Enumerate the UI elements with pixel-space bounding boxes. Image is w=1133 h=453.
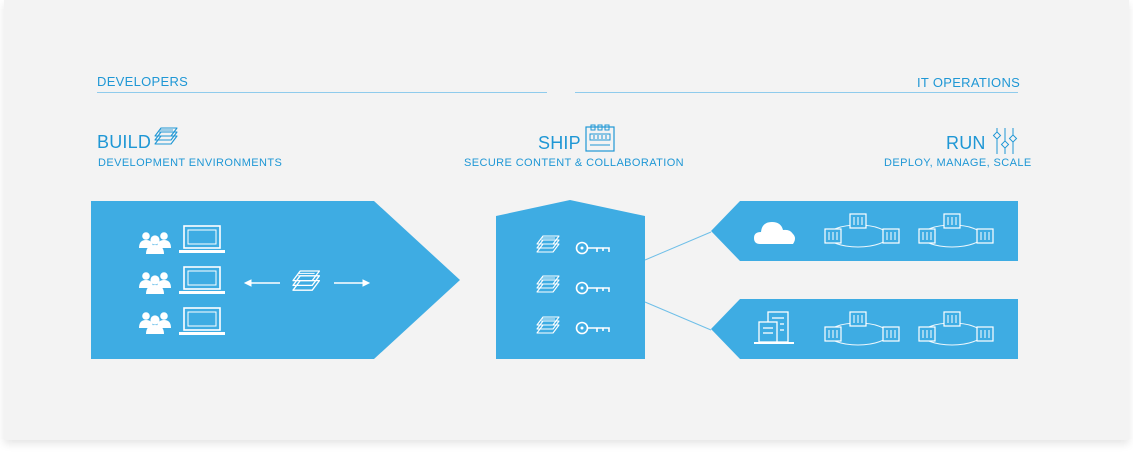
developers-divider [97, 92, 547, 93]
developers-label: DEVELOPERS [97, 74, 189, 89]
datacenter-icon [754, 311, 794, 344]
registry-icon [585, 124, 615, 152]
ship-subtitle: SECURE CONTENT & COLLABORATION [464, 157, 685, 169]
layers-icon [154, 127, 178, 145]
run-title: RUN [946, 133, 986, 153]
ship-title: SHIP [538, 133, 581, 153]
it-operations-label: IT OPERATIONS [917, 75, 1021, 90]
run-cloud-shape [711, 201, 1018, 261]
it-operations-divider [575, 92, 1018, 93]
build-shape [91, 201, 460, 359]
connector-bottom [644, 301, 712, 331]
run-subtitle: DEPLOY, MANAGE, SCALE [884, 157, 1032, 169]
arrow-right-icon [334, 279, 371, 287]
cloud-icon [754, 222, 795, 244]
build-title: BUILD [97, 132, 152, 152]
build-subtitle: DEVELOPMENT ENVIRONMENTS [98, 157, 283, 169]
connector-top [644, 231, 712, 261]
run-datacenter-shape [711, 299, 1018, 359]
arrow-left-icon [243, 279, 280, 287]
ship-shape [496, 200, 645, 359]
settings-nodes-icon [992, 128, 1018, 154]
